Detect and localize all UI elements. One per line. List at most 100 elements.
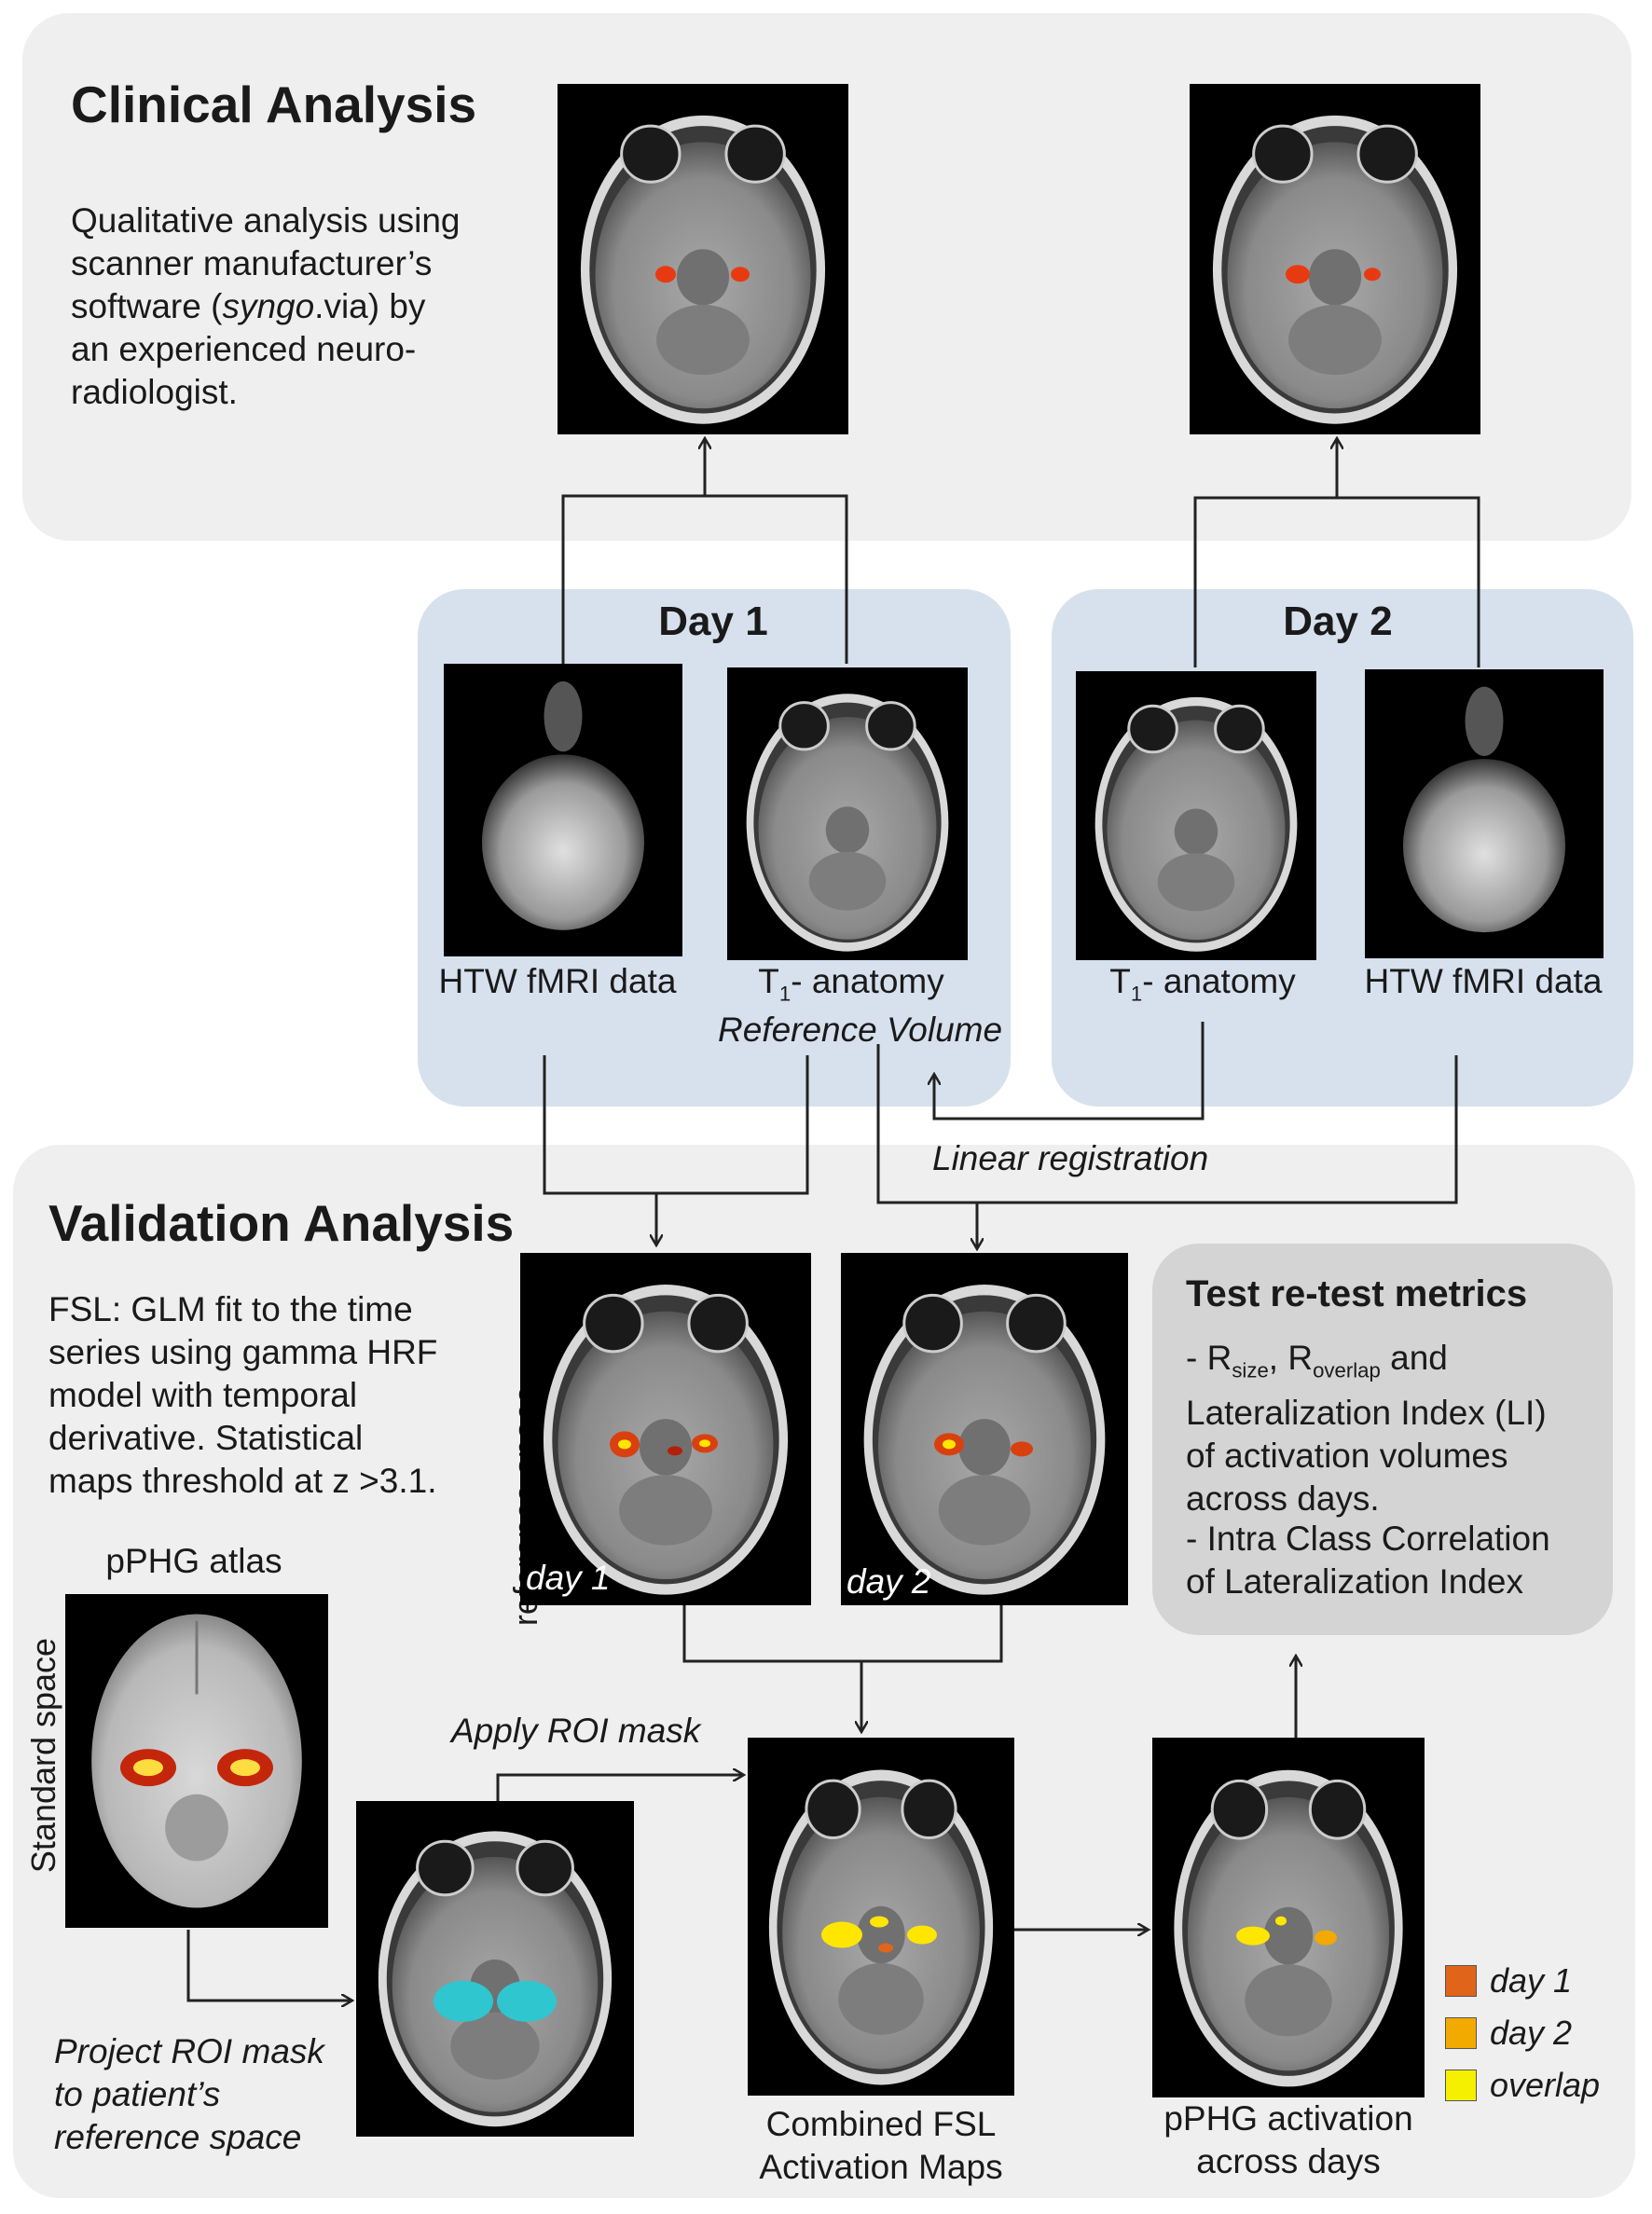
orbit-right bbox=[1006, 1293, 1067, 1354]
activation-spot bbox=[1286, 265, 1310, 284]
fmri-streak bbox=[544, 681, 583, 752]
day2-t1-label: T1- anatomy bbox=[1109, 962, 1296, 1006]
day2-title: Day 2 bbox=[1283, 598, 1393, 644]
orbit-left bbox=[1252, 124, 1314, 184]
activation-spot bbox=[1011, 1441, 1033, 1457]
orbit-left bbox=[778, 701, 830, 751]
validation-analysis-title: Validation Analysis bbox=[48, 1194, 515, 1252]
clinical-day2-activation-scan bbox=[1190, 84, 1480, 434]
orbit-right bbox=[1308, 1779, 1367, 1840]
cerebellum bbox=[450, 2012, 540, 2080]
brainstem bbox=[825, 806, 870, 854]
combined-label: Combined FSL Activation Maps bbox=[759, 2105, 1003, 2186]
day1-map-caption: day 1 bbox=[526, 1559, 611, 1597]
day1-fmri-scan bbox=[444, 664, 682, 956]
linear-registration-label: Linear registration bbox=[932, 1139, 1209, 1177]
legend-swatch-day1 bbox=[1445, 1965, 1477, 1997]
standard-space-label: Standard space bbox=[24, 1637, 62, 1874]
orbit-left bbox=[902, 1293, 963, 1354]
day1-activation-map: day 1 bbox=[520, 1253, 811, 1605]
clinical-analysis-title: Clinical Analysis bbox=[71, 76, 477, 133]
cerebellum bbox=[838, 1962, 924, 2035]
day2-map-caption: day 2 bbox=[847, 1562, 931, 1601]
fmri-blob bbox=[481, 754, 645, 930]
activation-spot bbox=[434, 1980, 493, 2022]
cerebellum bbox=[1288, 304, 1382, 376]
legend-label-day1: day 1 bbox=[1490, 1961, 1573, 2000]
activation-spot bbox=[497, 1980, 557, 2022]
brainstem bbox=[958, 1419, 1011, 1476]
activation-spot bbox=[731, 267, 750, 282]
pphg-activation-scan bbox=[1152, 1738, 1425, 2097]
day1-title: Day 1 bbox=[658, 598, 768, 644]
clinical-description: Qualitative analysis using scanner manuf… bbox=[71, 201, 461, 411]
orbit-left bbox=[416, 1839, 475, 1897]
activation-spot bbox=[618, 1439, 631, 1450]
activation-spot bbox=[699, 1439, 710, 1448]
activation-spot bbox=[878, 1943, 893, 1953]
orbit-left bbox=[1127, 704, 1178, 754]
cerebellum bbox=[808, 851, 887, 911]
atlas-cerebellum bbox=[165, 1794, 228, 1862]
atlas-roi-core bbox=[230, 1759, 260, 1777]
activation-spot bbox=[1315, 1930, 1337, 1946]
activation-spot bbox=[1236, 1926, 1270, 1946]
metrics-item-icc: - Intra Class Correlation of Lateralizat… bbox=[1186, 1520, 1550, 1601]
atlas-roi-core bbox=[133, 1759, 163, 1777]
cerebellum bbox=[938, 1475, 1031, 1546]
pphg-atlas-scan bbox=[65, 1594, 328, 1928]
atlas-brain bbox=[91, 1614, 302, 1908]
fmri-streak bbox=[1465, 686, 1504, 756]
orbit-left bbox=[583, 1293, 644, 1354]
activation-spot bbox=[907, 1925, 937, 1945]
combined-activation-scan bbox=[748, 1738, 1014, 2096]
activation-spot bbox=[1364, 268, 1381, 282]
brainstem bbox=[1308, 249, 1362, 306]
activation-spot bbox=[821, 1921, 862, 1948]
orbit-right bbox=[865, 701, 916, 751]
activation-spot bbox=[655, 266, 676, 283]
metrics-item-size-overlap: - Rsize, Roverlap and Lateralization Ind… bbox=[1186, 1339, 1547, 1519]
legend-label-overlap: overlap bbox=[1490, 2066, 1601, 2104]
day2-t1-scan bbox=[1076, 671, 1316, 960]
activation-spot bbox=[668, 1446, 682, 1456]
brainstem bbox=[639, 1419, 693, 1476]
orbit-right bbox=[1214, 704, 1265, 754]
roi-mask-scan bbox=[356, 1801, 634, 2137]
apply-roi-mask-label: Apply ROI mask bbox=[451, 1712, 701, 1750]
legend-swatch-day2 bbox=[1445, 2017, 1477, 2049]
orbit-right bbox=[516, 1839, 574, 1897]
legend-label-day2: day 2 bbox=[1490, 2014, 1573, 2052]
brainstem bbox=[676, 249, 730, 306]
day2-activation-map: day 2 bbox=[841, 1253, 1128, 1605]
orbit-left bbox=[620, 124, 681, 184]
day1-fmri-label: HTW fMRI data bbox=[438, 962, 677, 1000]
cerebellum bbox=[1157, 853, 1235, 912]
orbit-left bbox=[1210, 1779, 1269, 1840]
activation-spot bbox=[1275, 1916, 1287, 1926]
cerebellum bbox=[656, 304, 750, 376]
project-roi-label: Project ROI mask to patient’s reference … bbox=[54, 2032, 324, 2156]
fsl-description: FSL: GLM fit to the time series using ga… bbox=[48, 1290, 438, 1500]
activation-spot bbox=[870, 1916, 888, 1928]
cerebellum bbox=[619, 1475, 712, 1546]
orbit-right bbox=[1356, 124, 1418, 184]
legend-swatch-overlap bbox=[1445, 2070, 1477, 2101]
brainstem bbox=[1174, 808, 1218, 856]
brainstem bbox=[857, 1905, 905, 1964]
atlas-title: pPHG atlas bbox=[105, 1542, 282, 1580]
clinical-day1-activation-scan bbox=[558, 84, 848, 434]
day2-fmri-label: HTW fMRI data bbox=[1364, 962, 1603, 1000]
metrics-title: Test re-test metrics bbox=[1186, 1273, 1528, 1314]
pphg-activation-label: pPHG activation across days bbox=[1163, 2099, 1413, 2180]
reference-volume-label: Reference Volume bbox=[718, 1011, 1003, 1049]
metrics-panel bbox=[1152, 1244, 1613, 1635]
brainstem bbox=[1263, 1906, 1314, 1965]
day1-t1-scan bbox=[727, 667, 968, 960]
cerebellum bbox=[1245, 1964, 1332, 2037]
orbit-right bbox=[901, 1779, 957, 1840]
day2-fmri-scan bbox=[1365, 669, 1604, 958]
orbit-right bbox=[724, 124, 786, 184]
fmri-blob bbox=[1402, 759, 1566, 933]
